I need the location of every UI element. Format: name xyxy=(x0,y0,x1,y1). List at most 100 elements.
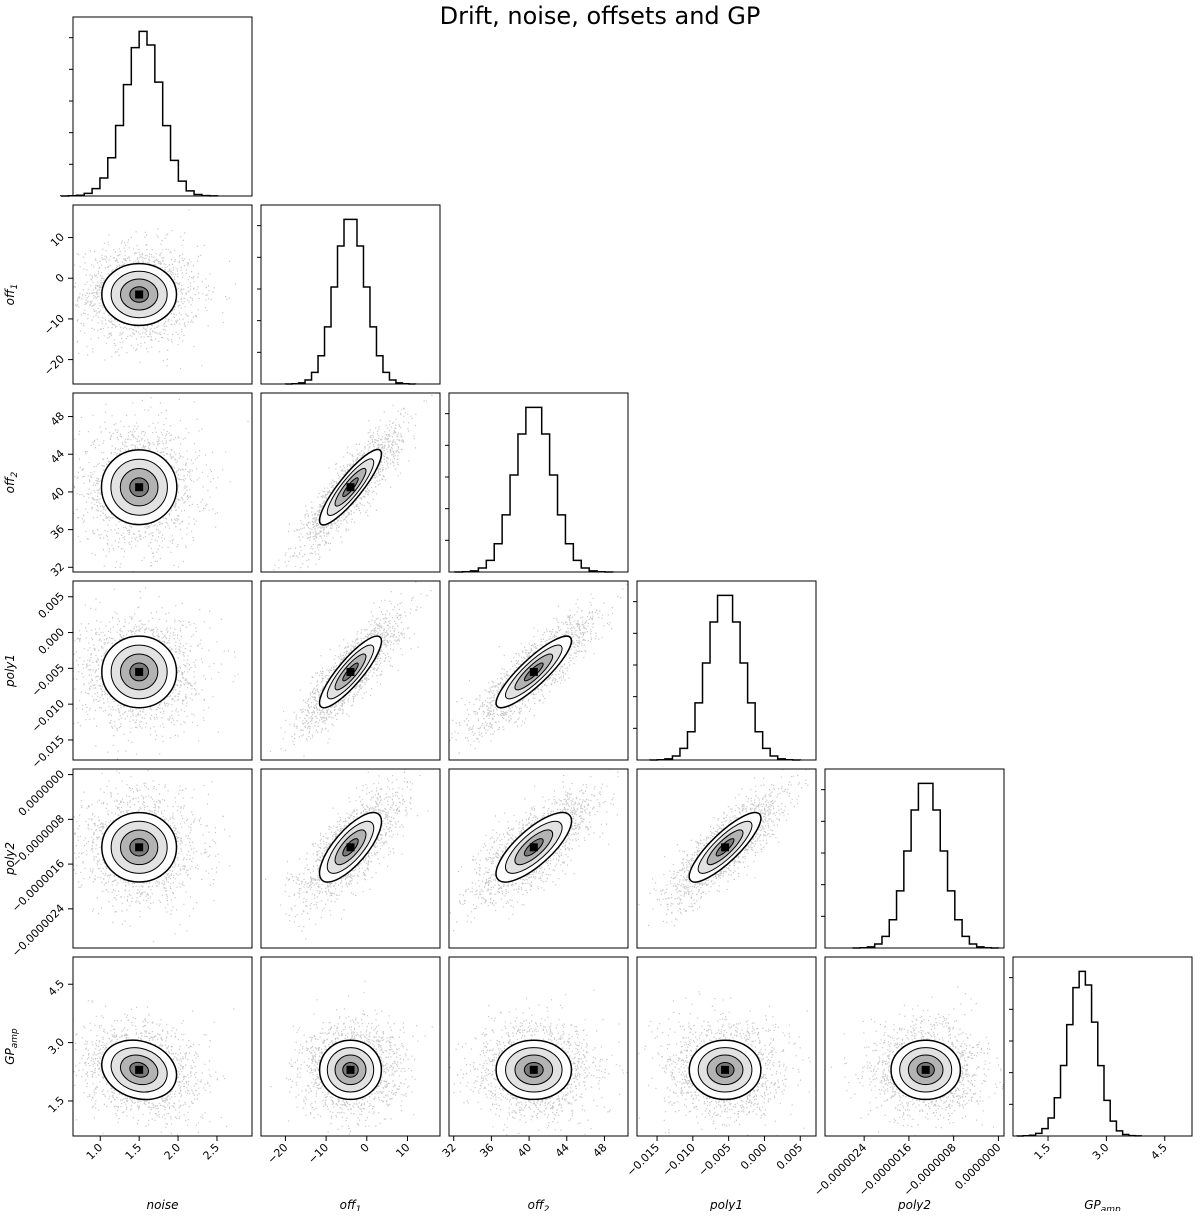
ytick-label-off2: 40 xyxy=(48,485,67,504)
ytick-label-gpamp: 4.5 xyxy=(46,977,68,999)
xaxis-label-off1: off1 xyxy=(340,1198,362,1211)
density-peak xyxy=(346,483,355,492)
xtick-label-off1: 0 xyxy=(358,1141,372,1155)
xtick-label-noise: 2.0 xyxy=(162,1141,184,1163)
panel-content xyxy=(273,394,433,572)
panel-frame-noise-poly2 xyxy=(72,768,253,949)
density-peak xyxy=(135,290,144,299)
panel-frame-gpamp-gpamp xyxy=(1012,956,1193,1137)
panel-content xyxy=(73,587,239,760)
hist-panel-poly1 xyxy=(633,580,817,761)
xtick-label-off2: 32 xyxy=(440,1141,459,1160)
panel-content xyxy=(73,769,231,943)
panel-frame-noise-poly1 xyxy=(72,580,253,761)
panel-content xyxy=(825,986,1004,1136)
xtick-label-gpamp: 4.5 xyxy=(1148,1141,1170,1163)
ytick-label-off2: 48 xyxy=(48,409,67,428)
hist-panel-off1 xyxy=(257,204,441,385)
hist-panel-noise xyxy=(59,16,253,197)
panel-frame-off1-off1 xyxy=(260,204,441,385)
density-peak xyxy=(135,843,144,852)
density-peak xyxy=(346,667,355,676)
scatter-panel-off1-poly2 xyxy=(260,768,441,949)
xtick-label-noise: 2.5 xyxy=(201,1141,223,1163)
ytick-label-poly1: −0.010 xyxy=(29,697,67,735)
ytick-label-off1: 10 xyxy=(48,230,67,249)
panel-content xyxy=(637,991,816,1136)
ytick-label-off2: 32 xyxy=(48,560,67,579)
scatter-panel-poly1-poly2 xyxy=(636,768,817,949)
histogram-noise xyxy=(59,30,219,197)
histogram-off2 xyxy=(453,406,614,573)
panel-frame-poly1-poly1 xyxy=(636,580,817,761)
ytick-label-gpamp: 1.5 xyxy=(46,1094,68,1116)
ytick-label-poly1: −0.005 xyxy=(29,661,67,699)
density-peak xyxy=(346,1065,355,1074)
panel-content xyxy=(261,769,429,940)
density-peak xyxy=(346,843,355,852)
ytick-label-poly1: 0.005 xyxy=(36,590,67,621)
panel-content xyxy=(270,980,433,1136)
yaxis-label-off1: off1 xyxy=(3,284,20,306)
xaxis-label-poly1: poly1 xyxy=(709,1198,743,1211)
panel-frame-poly1-gpamp xyxy=(636,956,817,1137)
xtick-label-gpamp: 3.0 xyxy=(1090,1141,1112,1163)
scatter-panel-off2-poly1 xyxy=(448,580,629,761)
density-peak xyxy=(921,1065,930,1074)
xtick-label-poly1: 0.005 xyxy=(774,1141,805,1172)
density-peak xyxy=(721,1065,730,1074)
density-peak xyxy=(135,483,144,492)
xtick-label-poly2: 0.0000000 xyxy=(952,1141,1003,1192)
chart-title: Drift, noise, offsets and GP xyxy=(439,2,761,30)
hist-panel-poly2 xyxy=(821,768,1005,949)
scatter-panel-off1-off2 xyxy=(260,392,441,573)
xtick-label-noise: 1.0 xyxy=(84,1141,106,1163)
xtick-label-off2: 40 xyxy=(515,1141,534,1160)
density-peak xyxy=(135,1065,144,1074)
panel-content xyxy=(449,769,619,932)
xtick-label-off1: −20 xyxy=(265,1141,291,1167)
scatter-panel-off1-poly1 xyxy=(260,580,441,761)
panel-frame-off1-off2 xyxy=(260,392,441,573)
yaxis-label-gpamp: GPamp xyxy=(3,1028,20,1065)
scatter-panel-noise-off2: 32 36 40 44 48 xyxy=(48,392,253,579)
xaxis-label-noise: noise xyxy=(147,1198,179,1211)
panel-frame-noise-off2 xyxy=(72,392,253,573)
ytick-label-off1: −10 xyxy=(42,312,68,338)
ytick-label-off2: 36 xyxy=(48,523,67,542)
scatter-panel-off2-poly2 xyxy=(448,768,629,949)
xaxis-label-off2: off2 xyxy=(528,1198,550,1211)
xtick-label-off1: 10 xyxy=(393,1141,412,1160)
panel-frame-off1-gpamp xyxy=(260,956,441,1137)
hist-panel-off2 xyxy=(445,392,629,573)
xtick-label-poly1: −0.015 xyxy=(624,1141,662,1179)
density-peak xyxy=(529,667,538,676)
panel-frame-poly2-gpamp xyxy=(824,956,1005,1137)
scatter-panel-off1-gpamp xyxy=(260,956,441,1137)
panel-content xyxy=(73,209,237,370)
ytick-label-off2: 44 xyxy=(48,447,67,466)
scatter-panel-poly2-gpamp xyxy=(824,956,1005,1137)
xtick-label-gpamp: 1.5 xyxy=(1032,1141,1054,1163)
density-peak xyxy=(529,1065,538,1074)
ytick-label-off1: −20 xyxy=(42,353,68,379)
yaxis-label-off2: off2 xyxy=(3,471,20,493)
scatter-panel-off2-gpamp xyxy=(448,956,629,1137)
panel-frame-off1-poly1 xyxy=(260,580,441,761)
xtick-label-off2: 48 xyxy=(590,1141,609,1160)
xtick-label-off1: −10 xyxy=(306,1141,332,1167)
ytick-label-poly2: 0.0000000 xyxy=(16,768,67,819)
panel-content xyxy=(73,397,249,572)
panel-content xyxy=(449,989,628,1136)
histogram-gpamp xyxy=(1016,970,1143,1137)
histogram-poly2 xyxy=(852,782,1000,949)
xtick-label-poly1: 0.000 xyxy=(738,1141,769,1172)
density-peak xyxy=(721,843,730,852)
panel-content xyxy=(269,581,432,757)
scatter-panel-noise-gpamp: 1.53.04.5 xyxy=(46,956,253,1137)
yaxis-label-poly2: poly2 xyxy=(3,842,17,876)
panel-frame-off2-poly1 xyxy=(448,580,629,761)
hist-panel-gpamp xyxy=(1009,956,1193,1137)
